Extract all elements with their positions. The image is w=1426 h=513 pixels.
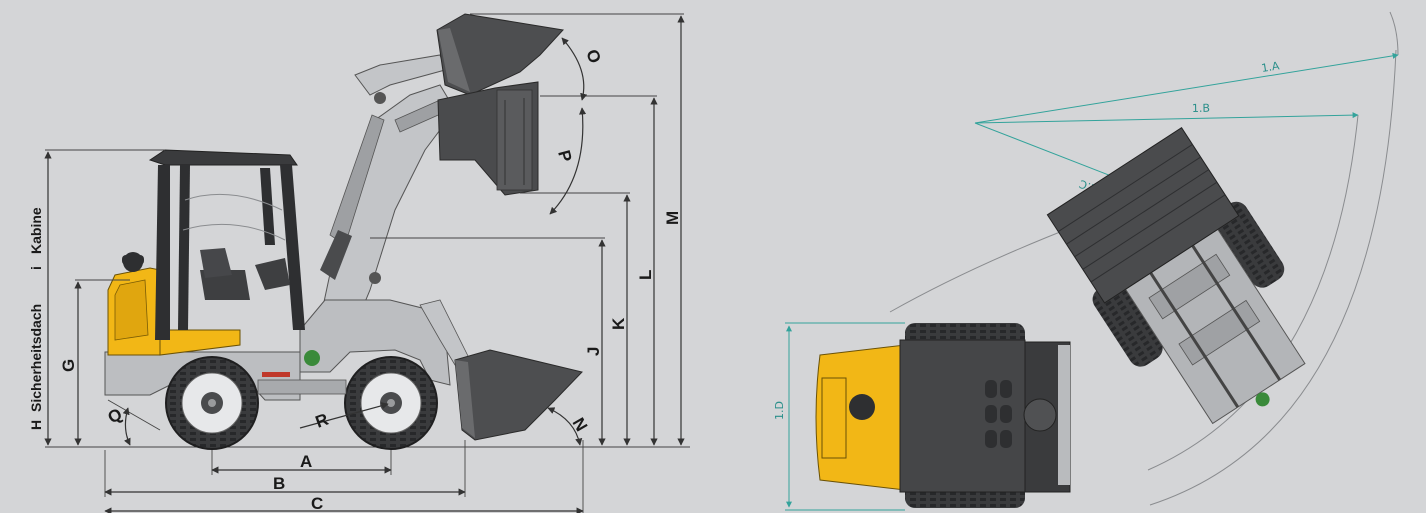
label-n: N	[569, 415, 592, 435]
label-j: J	[584, 347, 603, 356]
label-b: B	[273, 474, 285, 493]
label-h: H	[28, 420, 44, 430]
label-m: M	[663, 211, 682, 225]
lift-arm	[317, 54, 456, 351]
turn-arc-mid	[1147, 114, 1359, 471]
vertical-caption: H Sicherheitsdach i Kabine	[28, 207, 44, 430]
loader-body	[104, 299, 471, 401]
angle-o	[561, 37, 588, 101]
radius-line-1a	[974, 52, 1399, 124]
label-1b: 1.B	[1192, 102, 1210, 115]
label-c: C	[311, 494, 323, 513]
label-o: O	[582, 47, 604, 66]
radius-line-1b	[974, 112, 1359, 124]
caption-kabine: Kabine	[28, 207, 44, 254]
label-l: L	[636, 270, 655, 280]
lower-bucket	[454, 349, 583, 441]
label-r: R	[313, 410, 331, 432]
top-view-front-section	[1046, 126, 1306, 425]
caption-sicherheitsdach: Sicherheitsdach	[28, 304, 44, 412]
raised-bucket	[436, 13, 564, 96]
vertical-dimensions-right	[370, 13, 685, 446]
angle-dimensions	[107, 37, 588, 446]
horizontal-dimensions	[104, 440, 584, 513]
label-g: G	[59, 359, 78, 372]
top-view: 1.A 1.B 1.C 1.D	[773, 11, 1399, 511]
label-1d: 1.D	[773, 401, 786, 420]
label-a: A	[300, 452, 312, 471]
top-view-rear-body	[815, 323, 1071, 508]
label-1a: 1.A	[1260, 59, 1280, 75]
dumped-bucket	[437, 81, 539, 196]
undercarriage	[257, 350, 347, 395]
rear-wheel	[165, 356, 259, 450]
side-view: A B C G J K L M N O P Q R H Sicherheitsd…	[28, 13, 690, 513]
label-p: P	[554, 148, 575, 164]
turn-arc-outer	[1149, 49, 1397, 506]
angle-p	[549, 107, 587, 215]
label-i: i	[28, 266, 44, 270]
radius-r	[299, 402, 389, 429]
label-k: K	[609, 317, 628, 330]
front-wheel	[344, 356, 438, 450]
angle-q	[122, 407, 131, 446]
vertical-dimensions-left	[44, 149, 165, 446]
safety-cabin	[148, 149, 305, 340]
angle-n	[547, 407, 583, 446]
engine-hood	[107, 252, 241, 356]
